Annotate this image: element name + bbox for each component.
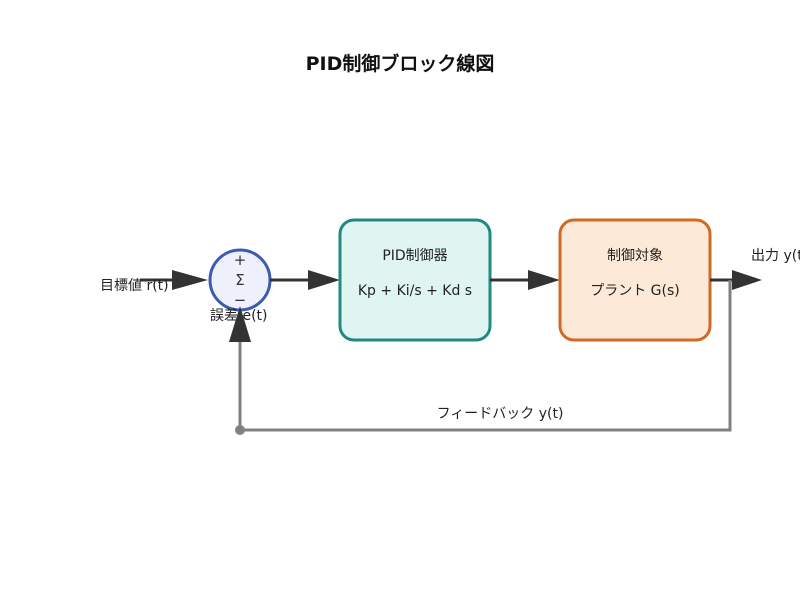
diagram-title: PID制御ブロック線図 <box>306 52 495 75</box>
pid-controller-title: PID制御器 <box>382 248 447 264</box>
output-label: 出力 y(t) <box>751 248 800 264</box>
plant-title: 制御対象 <box>607 248 663 264</box>
feedback-arrowhead <box>229 306 251 342</box>
feedback-junction-dot <box>235 425 245 435</box>
plant-input-arrowhead <box>528 270 560 290</box>
summing-minus-sign: − <box>234 291 247 309</box>
controller-input-arrowhead <box>308 270 340 290</box>
summing-sigma-symbol: Σ <box>235 271 244 289</box>
feedback-path <box>238 280 732 432</box>
plant-block <box>558 218 712 342</box>
pid-controller-block <box>338 218 492 342</box>
plant-formula: プラント G(s) <box>590 283 680 299</box>
summing-plus-sign: + <box>234 251 247 269</box>
pid-controller-formula: Kp + Ki/s + Kd s <box>358 283 472 299</box>
output-arrowhead <box>732 270 762 290</box>
input-arrowhead <box>172 270 208 290</box>
error-label: 誤差 e(t) <box>210 308 267 324</box>
feedback-label: フィードバック y(t) <box>437 406 564 422</box>
input-label: 目標値 r(t) <box>100 278 169 294</box>
